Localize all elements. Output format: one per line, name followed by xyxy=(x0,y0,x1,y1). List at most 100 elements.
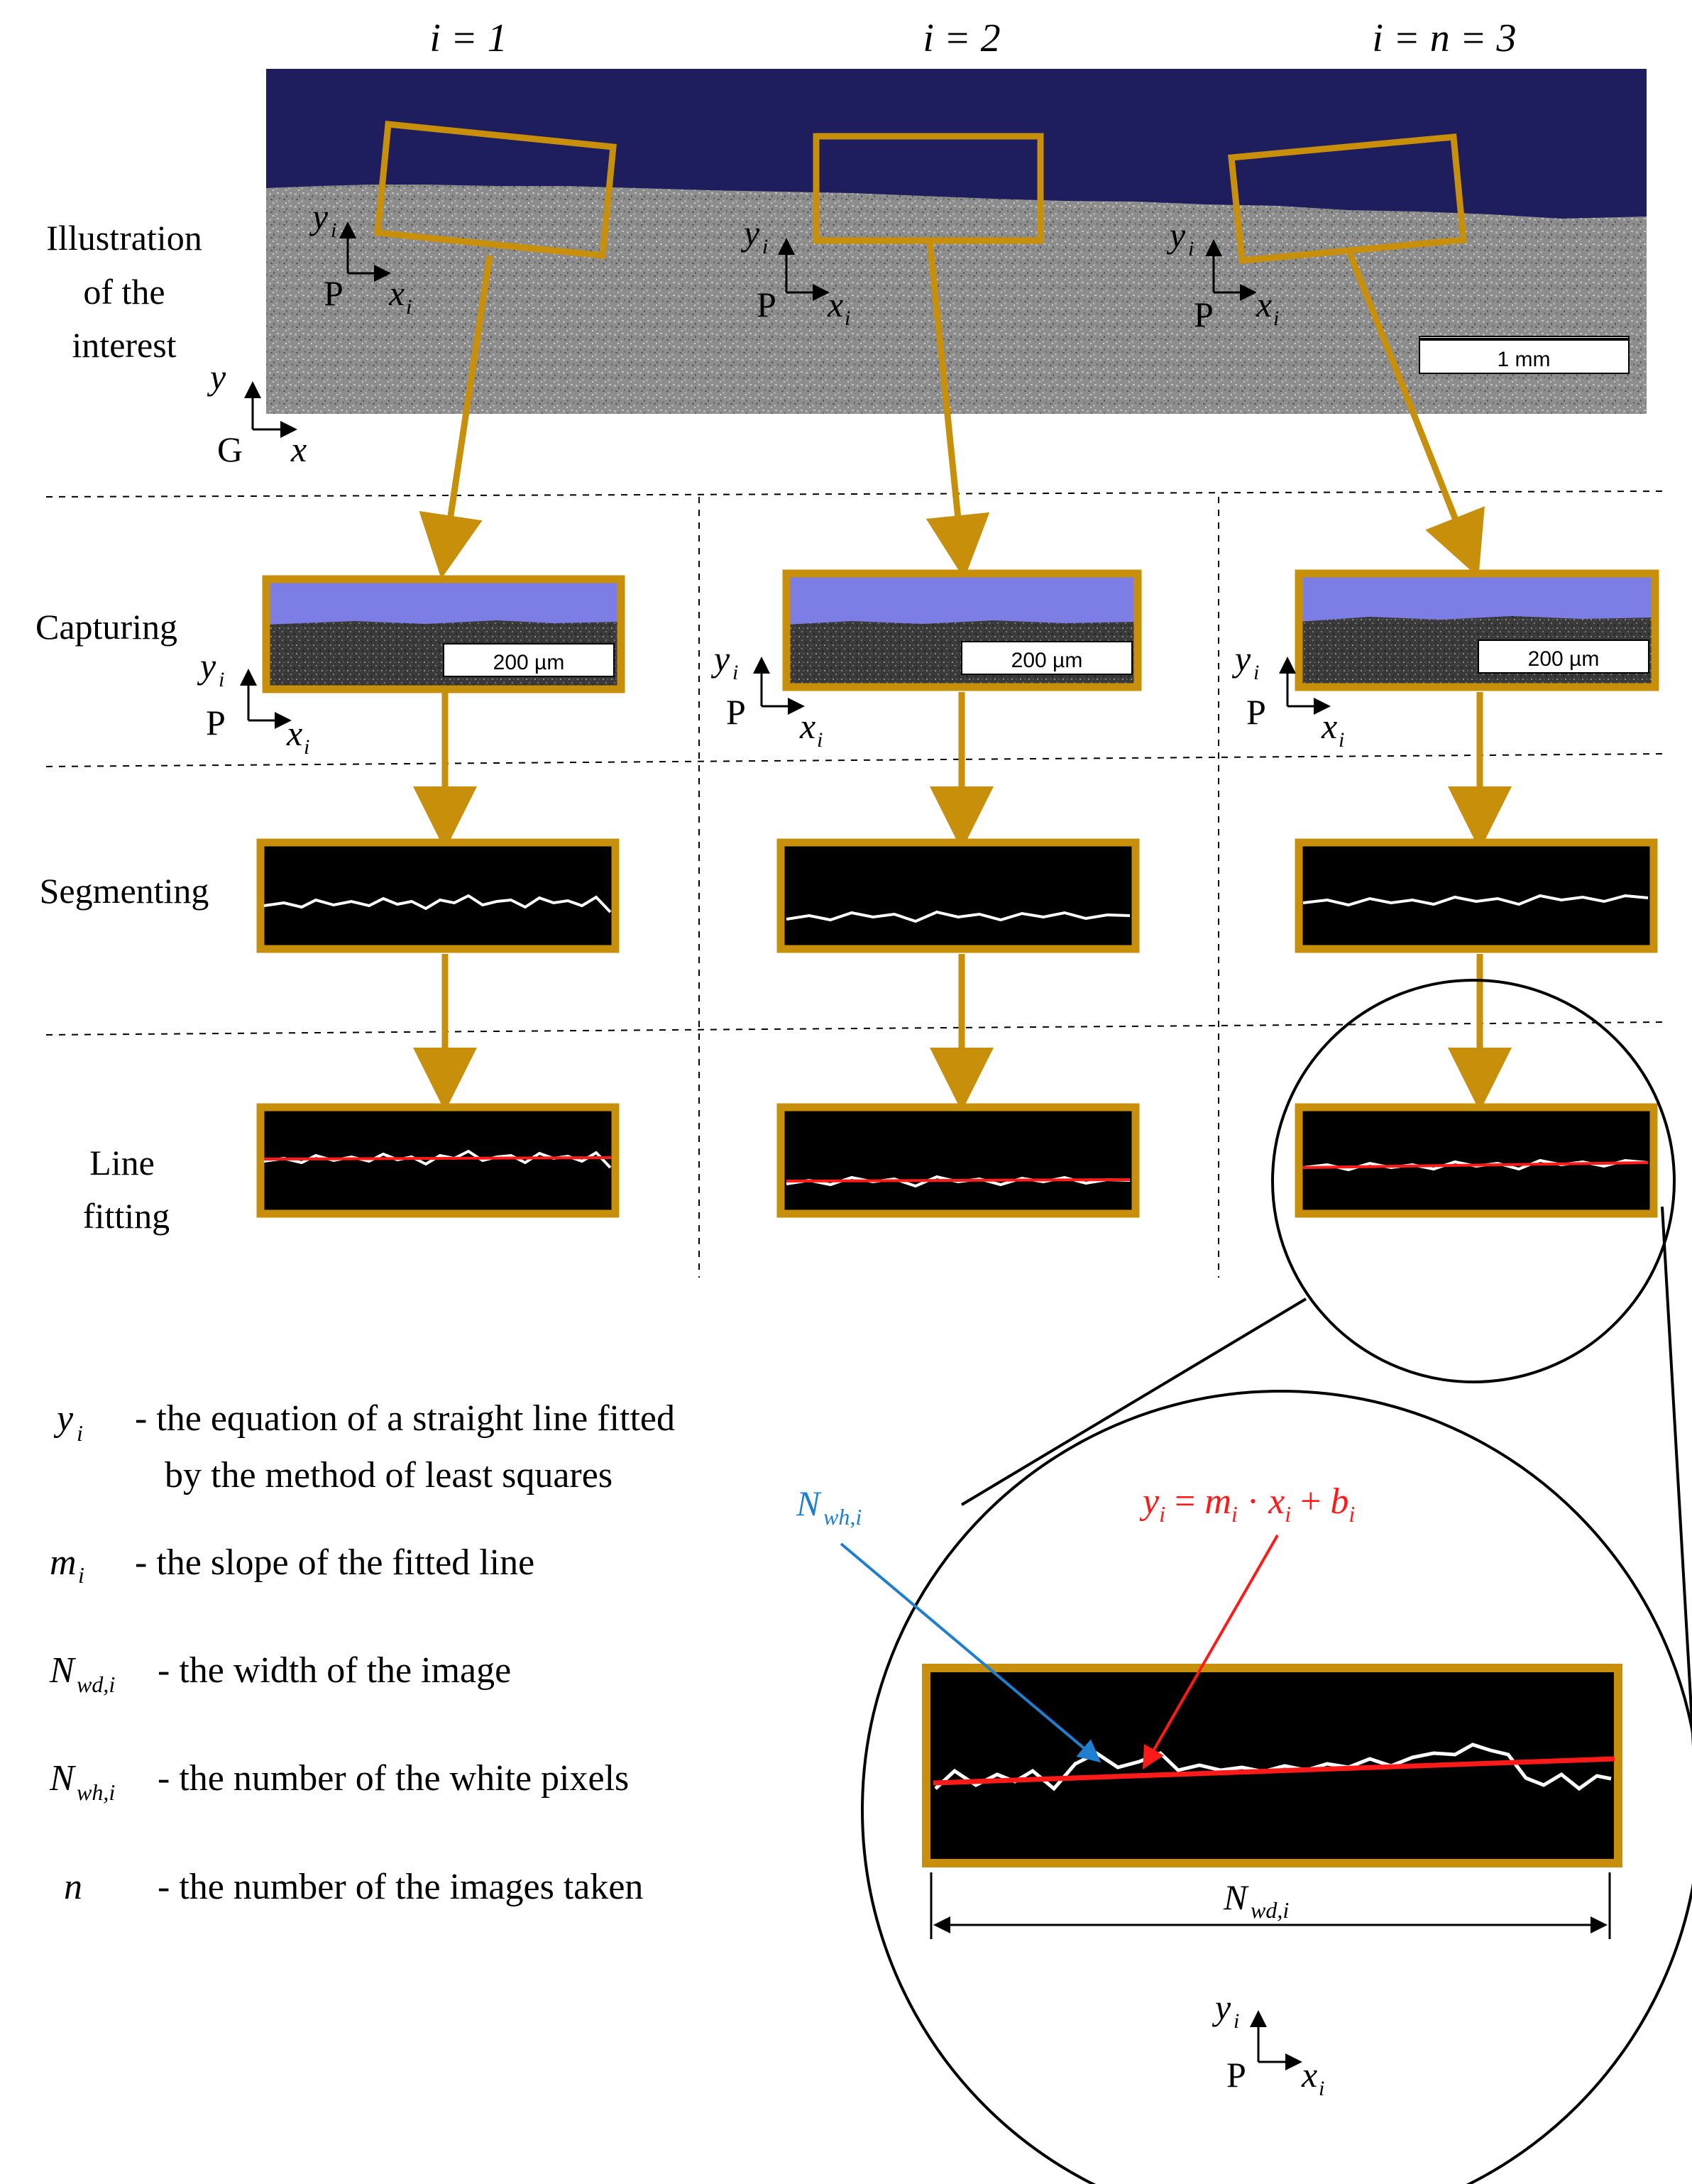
svg-text:m: m xyxy=(50,1542,77,1583)
svg-text:- the number of the white pixe: - the number of the white pixels xyxy=(158,1758,629,1799)
flow-arrows xyxy=(413,240,1512,1112)
magnifier xyxy=(861,979,1692,2184)
svg-text:y: y xyxy=(207,357,226,397)
svg-text:y: y xyxy=(1212,1987,1231,2027)
row-label-capturing: Capturing xyxy=(35,607,177,647)
flow-arrow-2a xyxy=(925,240,990,579)
svg-text:- the number of the images tak: - the number of the images taken xyxy=(158,1867,643,1907)
fit-panel-2 xyxy=(776,1103,1140,1218)
svg-text:i: i xyxy=(78,1562,84,1588)
svg-text:- the slope of the fitted line: - the slope of the fitted line xyxy=(135,1542,534,1583)
svg-text:x: x xyxy=(827,285,843,324)
svg-text:x: x xyxy=(799,706,815,746)
scale-bar-overview-label: 1 mm xyxy=(1498,348,1551,371)
row-label-illustration-3: interest xyxy=(72,325,176,365)
legend-item-yi: y i - the equation of a straight line fi… xyxy=(53,1398,675,1496)
svg-text:y: y xyxy=(53,1398,74,1439)
svg-text:yi = mi · xi + bi: yi = mi · xi + bi xyxy=(1139,1481,1355,1527)
roi-frame-3 xyxy=(1228,133,1467,264)
white-pixel-label: N wh,i xyxy=(796,1483,862,1530)
svg-text:i: i xyxy=(817,728,823,752)
svg-text:y: y xyxy=(740,213,760,253)
svg-text:200 µm: 200 µm xyxy=(1528,647,1600,671)
zoom-panel xyxy=(922,1664,1622,1867)
fit-panel-1 xyxy=(256,1103,620,1218)
svg-text:x: x xyxy=(1301,2055,1317,2095)
capture-panel-1: 200 µm xyxy=(262,575,625,693)
svg-text:i: i xyxy=(1273,307,1279,330)
svg-text:y: y xyxy=(710,639,730,679)
segment-panel-2 xyxy=(776,838,1140,953)
column-headers: i = 1 i = 2 i = n = 3 xyxy=(429,16,1516,60)
svg-text:- the width of the image: - the width of the image xyxy=(158,1650,511,1691)
svg-text:i: i xyxy=(1319,2077,1324,2100)
svg-text:wh,i: wh,i xyxy=(77,1779,115,1805)
svg-text:200 µm: 200 µm xyxy=(1011,649,1083,672)
fit-panel-3 xyxy=(1295,1103,1658,1218)
zoom-local-axes xyxy=(1250,2010,1302,2070)
svg-text:wh,i: wh,i xyxy=(823,1504,862,1530)
svg-text:wd,i: wd,i xyxy=(77,1672,115,1697)
capture-panel-2: 200 µm xyxy=(782,569,1142,691)
svg-text:y: y xyxy=(197,646,216,686)
legend-item-nwh: N wh,i - the number of the white pixels xyxy=(49,1758,629,1805)
scale-bar-overview xyxy=(1419,336,1630,374)
flow-arrow-3a xyxy=(1345,248,1485,578)
row-labels: Illustration of the interest Capturing S… xyxy=(35,218,209,1236)
svg-text:i: i xyxy=(1234,2009,1239,2033)
svg-text:y: y xyxy=(309,197,329,236)
svg-text:x: x xyxy=(1256,285,1272,324)
width-dimension xyxy=(930,1872,1611,1939)
row-label-illustration-2: of the xyxy=(83,272,165,312)
legend: y i - the equation of a straight line fi… xyxy=(49,1398,675,1907)
column-header-3: i = n = 3 xyxy=(1372,16,1516,60)
fit-line-pointer xyxy=(1143,1535,1279,1769)
svg-text:P: P xyxy=(757,285,776,324)
svg-text:200 µm: 200 µm xyxy=(493,651,565,674)
overview-local-axes xyxy=(244,221,1257,438)
fit-equation: yi = mi · xi + bi xyxy=(1139,1481,1355,1527)
white-pixel-pointer xyxy=(840,1542,1102,1763)
svg-text:i: i xyxy=(406,295,412,319)
svg-text:n: n xyxy=(64,1867,82,1907)
svg-text:i: i xyxy=(732,661,738,684)
svg-text:N: N xyxy=(1223,1877,1249,1917)
svg-text:i: i xyxy=(845,307,850,330)
zoom-fit-line xyxy=(933,1756,1615,1786)
svg-text:P: P xyxy=(1246,692,1266,732)
capture-local-axes xyxy=(240,657,1331,729)
magnifier-large-circle xyxy=(861,1390,1692,2184)
row-label-line-fitting-2: fitting xyxy=(83,1196,170,1236)
flow-arrow-1a xyxy=(419,255,493,579)
svg-text:i: i xyxy=(219,668,224,691)
svg-text:P: P xyxy=(726,692,746,732)
svg-text:i: i xyxy=(1188,237,1194,260)
svg-text:y: y xyxy=(1166,215,1186,255)
svg-text:P: P xyxy=(206,703,226,742)
svg-text:i: i xyxy=(331,219,336,242)
svg-text:wd,i: wd,i xyxy=(1251,1897,1289,1923)
svg-text:y: y xyxy=(1231,639,1251,679)
svg-text:i: i xyxy=(1253,661,1259,684)
svg-text:N: N xyxy=(796,1483,822,1523)
capture-panel-3: 200 µm xyxy=(1295,569,1659,691)
svg-text:by the method of least squares: by the method of least squares xyxy=(165,1455,612,1496)
column-header-1: i = 1 xyxy=(429,16,507,60)
segment-panel-1 xyxy=(256,838,620,953)
column-header-2: i = 2 xyxy=(923,16,1000,60)
row-label-illustration-1: Illustration xyxy=(46,218,202,258)
svg-text:- the equation of a straight l: - the equation of a straight line fitted xyxy=(135,1398,675,1439)
svg-text:i: i xyxy=(304,735,309,759)
roi-frames xyxy=(374,121,1467,264)
svg-text:G: G xyxy=(217,429,243,469)
roi-frame-1 xyxy=(374,121,617,259)
svg-text:N: N xyxy=(49,1650,77,1691)
svg-text:P: P xyxy=(1194,295,1214,334)
legend-item-n: n - the number of the images taken xyxy=(64,1867,643,1907)
svg-text:i: i xyxy=(1339,728,1344,752)
svg-text:x: x xyxy=(388,273,405,313)
